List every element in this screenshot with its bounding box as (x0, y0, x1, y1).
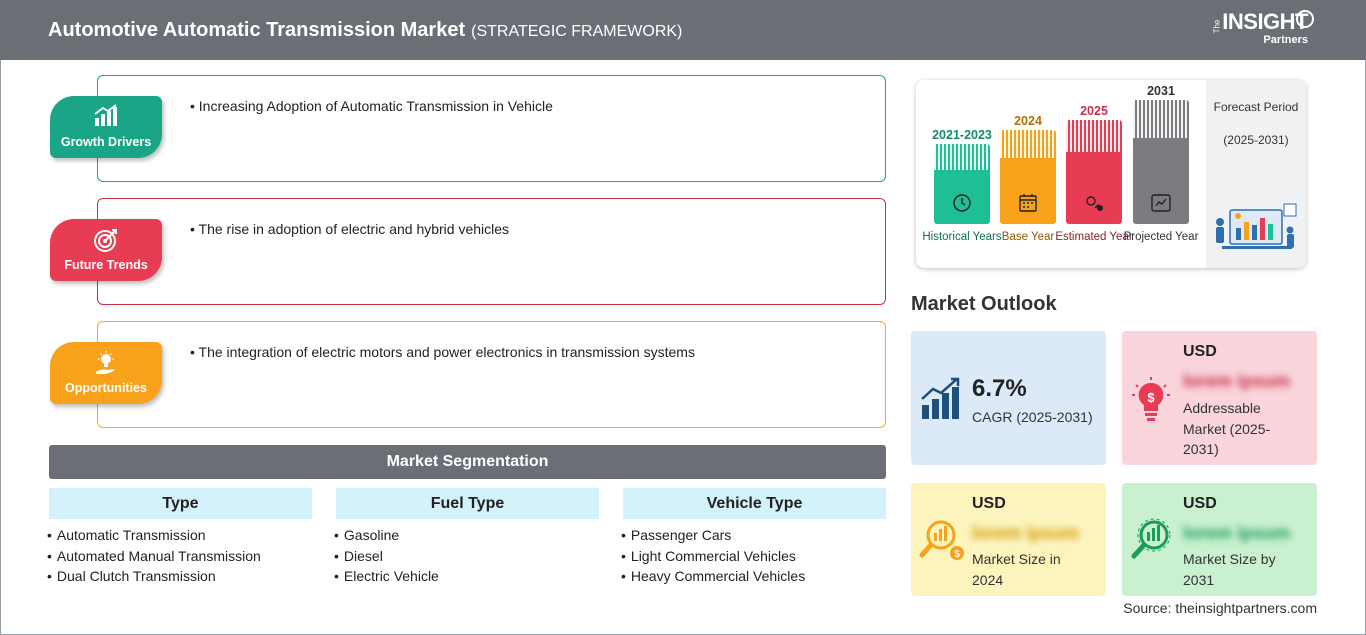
list-item: Gasoline (336, 525, 599, 546)
list-item: Dual Clutch Transmission (49, 566, 312, 587)
insight-partners-logo: The INSIGHT Partners (1213, 10, 1314, 46)
future-trends-badge: Future Trends (50, 219, 162, 281)
list-item: Electric Vehicle (336, 566, 599, 587)
growth-chart-icon (921, 377, 960, 419)
segment-type: Type Automatic Transmission Automated Ma… (49, 488, 312, 587)
timeline-bar-stripes (1000, 130, 1056, 158)
header-bar: Automotive Automatic Transmission Market… (0, 0, 1366, 60)
page-title: Automotive Automatic Transmission Market… (48, 19, 683, 41)
market-size-2024-card: $ USD lorem ipsum Market Size in 2024 (911, 483, 1106, 596)
analyst-dashboard-icon (1216, 203, 1297, 249)
list-item: Light Commercial Vehicles (623, 546, 886, 567)
source-note: Source: theinsightpartners.com (1123, 600, 1317, 616)
size-2024-value: lorem ipsum (972, 523, 1080, 543)
list-item: Automated Manual Transmission (49, 546, 312, 567)
presentation-icon (1151, 194, 1171, 212)
cagr-card: 6.7% CAGR (2025-2031) (911, 331, 1106, 465)
forecast-range: (2025-2031) (1223, 133, 1289, 147)
list-item: Automatic Transmission (49, 525, 312, 546)
timeline-year: 2021-2023 (932, 128, 992, 142)
growth-drivers-badge: Growth Drivers (50, 96, 162, 158)
timeline-bar-stripes (1066, 120, 1122, 152)
magnifier-chart-icon: $ (919, 520, 964, 560)
calendar-icon (1019, 194, 1037, 212)
opportunities-label: Opportunities (65, 381, 147, 395)
cagr-value: 6.7% (972, 375, 1027, 402)
segment-vehicle-type: Vehicle Type Passenger Cars Light Commer… (623, 488, 886, 587)
gear-chart-icon (1086, 196, 1103, 211)
growth-drivers-card: • Increasing Adoption of Automatic Trans… (97, 75, 886, 182)
market-segmentation-header: Market Segmentation (49, 445, 886, 479)
addressable-usd: USD (1183, 343, 1217, 360)
list-item: Heavy Commercial Vehicles (623, 566, 886, 587)
svg-text:$: $ (954, 549, 960, 560)
addressable-market-card: $ USD lorem ipsum Addressable Market (20… (1122, 331, 1317, 465)
market-outlook-title: Market Outlook (911, 293, 1057, 315)
segment-fuel-type-list: Gasoline Diesel Electric Vehicle (336, 525, 599, 587)
logo-ring-icon (1296, 10, 1314, 28)
opportunities-card: • The integration of electric motors and… (97, 321, 886, 428)
segment-type-head: Type (49, 488, 312, 519)
list-item: Passenger Cars (623, 525, 886, 546)
timeline-label: Estimated Year (1055, 231, 1133, 243)
history-icon (953, 194, 971, 212)
list-item: Diesel (336, 546, 599, 567)
opportunities-text: • The integration of electric motors and… (190, 344, 695, 360)
timeline-bar-stripes (1133, 100, 1189, 138)
size-2031-usd: USD (1183, 495, 1217, 512)
segment-vehicle-type-head: Vehicle Type (623, 488, 886, 519)
timeline-label: Base Year (1001, 231, 1055, 243)
market-size-2031-card: USD lorem ipsum Market Size by 2031 (1122, 483, 1317, 596)
growth-drivers-label: Growth Drivers (60, 135, 152, 149)
size-2024-label: Market Size in 2024 (972, 551, 1061, 588)
size-2031-label: Market Size by 2031 (1183, 551, 1276, 588)
addressable-label: Addressable Market (2025-2031) (1183, 400, 1271, 457)
page-subtitle: (STRATEGIC FRAMEWORK) (471, 23, 683, 40)
segment-fuel-type-head: Fuel Type (336, 488, 599, 519)
svg-text:$: $ (1147, 390, 1155, 405)
growth-drivers-text: • Increasing Adoption of Automatic Trans… (190, 98, 553, 114)
target-icon (94, 229, 117, 252)
future-trends-card: • The rise in adoption of electric and h… (97, 198, 886, 305)
size-2031-value: lorem ipsum (1183, 523, 1291, 543)
timeline-label: Historical Years (922, 231, 1002, 243)
idea-hand-icon (96, 351, 115, 374)
future-trends-text: • The rise in adoption of electric and h… (190, 221, 510, 237)
magnifier-bars-icon (1131, 518, 1171, 559)
segment-type-list: Automatic Transmission Automated Manual … (49, 525, 312, 587)
segment-fuel-type: Fuel Type Gasoline Diesel Electric Vehic… (336, 488, 599, 587)
segment-vehicle-type-list: Passenger Cars Light Commercial Vehicles… (623, 525, 886, 587)
timeline-year: 2031 (1147, 84, 1175, 98)
timeline-year: 2025 (1080, 104, 1108, 118)
timeline-bar-stripes (934, 144, 990, 170)
idea-dollar-icon: $ (1132, 377, 1170, 421)
growth-chart-icon (94, 104, 117, 126)
size-2024-usd: USD (972, 495, 1006, 512)
cagr-label: CAGR (2025-2031) (972, 409, 1093, 425)
opportunities-badge: Opportunities (50, 342, 162, 404)
timeline-year: 2024 (1014, 114, 1042, 128)
addressable-value: lorem ipsum (1183, 371, 1291, 391)
forecast-title: Forecast Period (1213, 100, 1299, 114)
future-trends-label: Future Trends (64, 258, 148, 272)
timeline-label: Projected Year (1123, 231, 1199, 243)
